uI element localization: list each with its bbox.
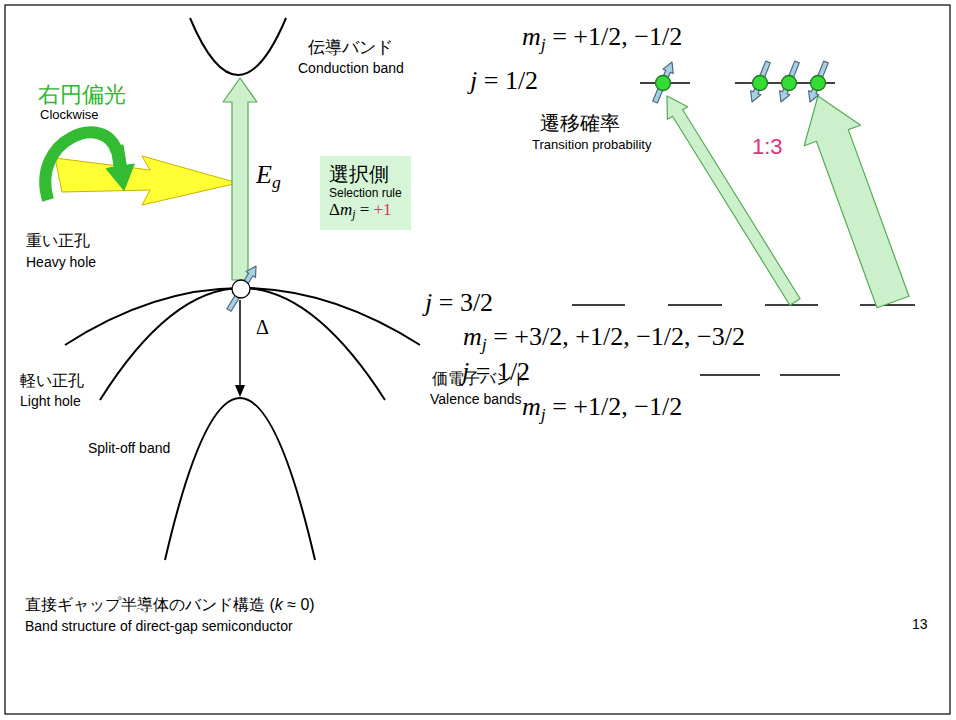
electron-dot [753,76,768,91]
transition-arrow-thick [804,96,909,308]
quantum-number: j = 1/2 [462,357,530,387]
ratio-label: 1:3 [752,134,783,159]
text-run: m [340,200,352,219]
light-bolt [55,156,238,205]
text-run: j [462,357,469,386]
note-label: Transition probability [532,138,651,153]
caption-text: Band structure of direct-gap semiconduct… [25,618,293,634]
band-name: 伝導バンド [308,38,393,58]
transition-arrow-thin [667,96,800,305]
text-run: g [272,172,281,192]
spin-arrow [227,266,256,311]
quantum-number: j = 1/2 [470,66,538,96]
band-name: 軽い正孔 [20,372,84,390]
electron-dot [782,76,797,91]
quantum-number: mj = +1/2, −1/2 [522,392,682,424]
text-run: m [463,322,482,351]
electron-dot [656,76,671,91]
rule-text: Selection rule [329,186,402,200]
band-name: Heavy hole [26,254,96,270]
text-run: j [352,209,355,222]
level-line [668,304,722,306]
light-hole-curve [100,288,385,400]
text-run: j [425,288,432,317]
level-line [780,374,840,376]
spin-arrow [780,61,800,102]
band-name: Split-off band [88,440,170,456]
delta-line [239,300,241,386]
slide-border [5,5,950,714]
quantum-number: mj = +3/2, +1/2, −1/2, −3/2 [463,322,745,354]
rule-text: 選択側 [329,162,402,186]
light-label: Clockwise [40,108,99,123]
excitation-arrow [223,78,257,280]
text-run: +1 [374,200,392,219]
band-name: Conduction band [298,60,404,76]
generated-arrows [106,78,909,308]
quantum-number: mj = +1/2, −1/2 [522,22,682,54]
caption-text: 直接ギャップ半導体のバンド構造 (k ≈ 0) [25,596,315,614]
text-run: j [541,404,546,424]
spin-arrow [751,61,771,102]
split-symbol: Δ [256,316,269,339]
gap-symbol: Eg [256,160,281,192]
text-run: m [522,392,541,421]
band-name: Valence bands [430,391,522,407]
rule-text: Δmj = +1 [329,200,402,222]
quantum-number: j = 3/2 [425,288,493,318]
text-run: m [522,22,541,51]
electron-dot [811,76,826,91]
page-number: 13 [912,616,928,632]
text-run: k [275,596,283,613]
level-line [572,304,625,306]
text-run: j [470,66,477,95]
delta-arrowhead [235,385,245,397]
band-name: Light hole [20,393,81,409]
text-run: j [541,34,546,54]
rule-box: 選択側Selection ruleΔmj = +1 [320,156,411,230]
text-run: j [482,334,487,354]
particles [227,61,828,311]
hole-dot [232,280,250,298]
split-off-curve [165,398,315,560]
circular-arrow [45,132,117,200]
circular-arrow-head [106,145,134,190]
band-name: 重い正孔 [26,232,90,250]
level-line [700,374,760,376]
note-label: 遷移確率 [540,112,620,135]
light-label: 右円偏光 [38,82,126,107]
spin-arrow [809,61,829,102]
text-run: E [256,160,272,189]
conduction-band-curve [190,18,286,75]
spin-arrow [653,62,674,103]
